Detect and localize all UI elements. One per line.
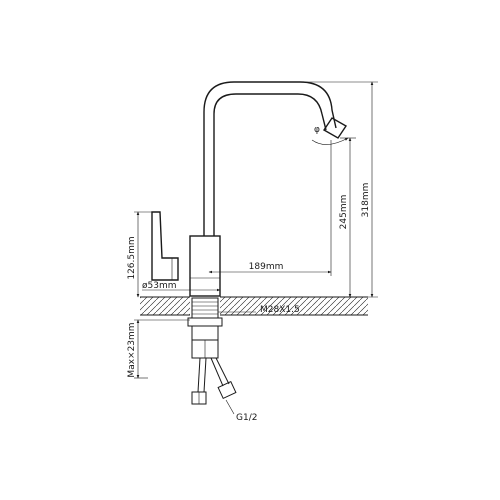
- max-deck-label: Max×23mm: [127, 322, 137, 377]
- dim-spout-reach: 189mm: [208, 140, 332, 276]
- supply-hoses: [191, 357, 237, 405]
- thread-label: M28X1.5: [260, 305, 300, 315]
- faucet-spout: φ: [203, 81, 349, 236]
- base-diameter-label: ø53mm: [142, 281, 177, 291]
- countertop: [140, 296, 368, 316]
- spout-reach-label: 189mm: [249, 262, 284, 272]
- dim-total-height: 318mm: [300, 81, 378, 298]
- body-height-label: 126.5mm: [127, 236, 137, 279]
- hose-nut-right: [217, 380, 237, 400]
- dim-thread: M28X1.5: [218, 305, 300, 315]
- dim-base-diameter: ø53mm: [142, 281, 221, 292]
- hose-nut-left: [191, 391, 207, 405]
- dim-spout-height: 245mm: [339, 137, 356, 298]
- faucet-body: [151, 211, 221, 297]
- svg-text:φ: φ: [314, 125, 320, 135]
- hose-thread-label: G1/2: [236, 413, 257, 423]
- dim-hose-thread: G1/2: [225, 399, 257, 423]
- mounting-shank: [187, 297, 223, 359]
- spout-height-label: 245mm: [339, 195, 349, 230]
- dim-max-deck: Max×23mm: [127, 319, 190, 379]
- dim-body-height: 126.5mm: [127, 211, 152, 298]
- total-height-label: 318mm: [361, 183, 371, 218]
